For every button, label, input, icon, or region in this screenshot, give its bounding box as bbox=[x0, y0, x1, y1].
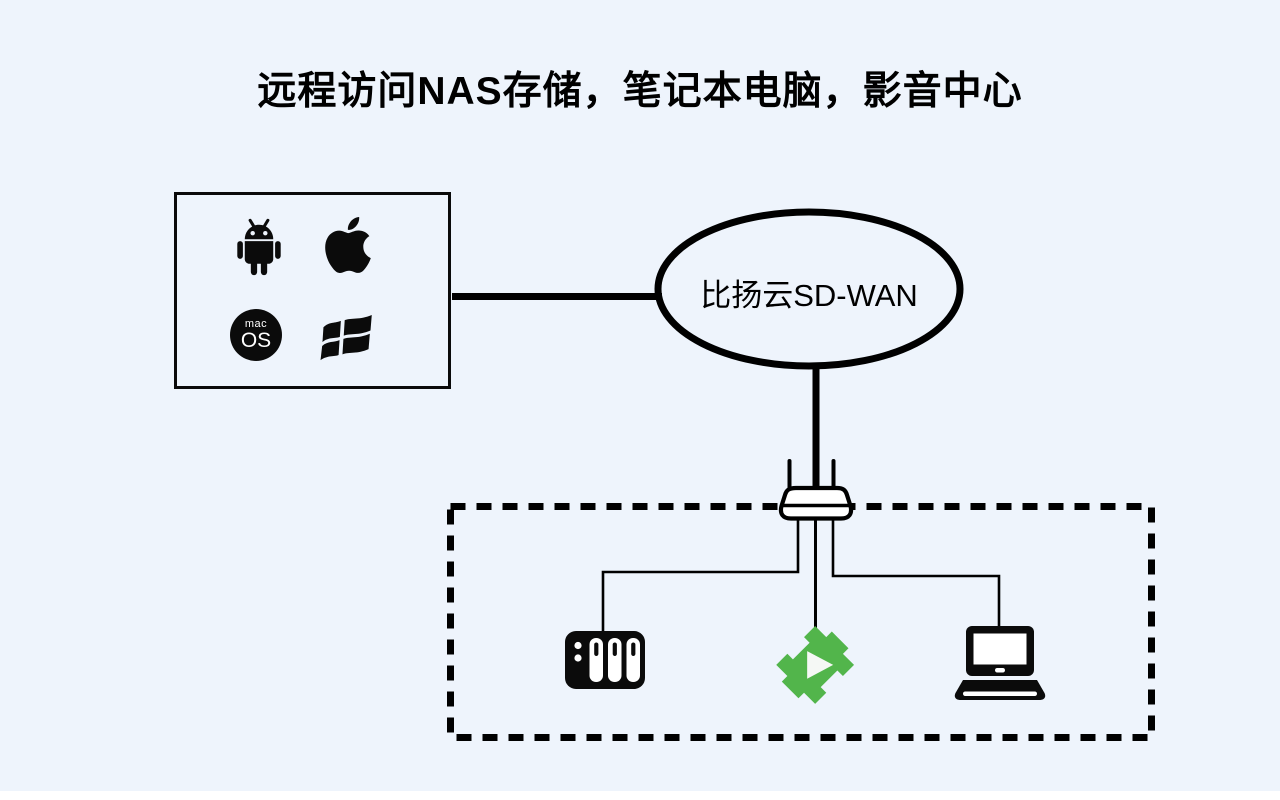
android-icon bbox=[231, 215, 287, 282]
nas-storage-icon bbox=[565, 631, 645, 694]
diagram-title: 远程访问NAS存储，笔记本电脑，影音中心 bbox=[257, 70, 1023, 113]
macos-icon: mac OS bbox=[230, 309, 282, 361]
cloud-ellipse bbox=[654, 208, 964, 370]
laptop-wire bbox=[831, 518, 1001, 629]
client-devices-box: mac OS bbox=[174, 192, 451, 389]
wireless-router-icon bbox=[778, 459, 854, 521]
macos-icon-text-os: OS bbox=[240, 329, 272, 352]
windows-icon bbox=[317, 307, 375, 368]
bottom-strip bbox=[0, 791, 1280, 800]
nas-wire bbox=[601, 518, 800, 631]
laptop-icon bbox=[954, 624, 1046, 707]
apple-icon bbox=[320, 212, 376, 283]
cloud-label: 比扬云SD-WAN bbox=[700, 278, 918, 313]
emby-media-player-icon bbox=[774, 626, 856, 709]
macos-icon-text-mac: mac bbox=[244, 318, 268, 330]
